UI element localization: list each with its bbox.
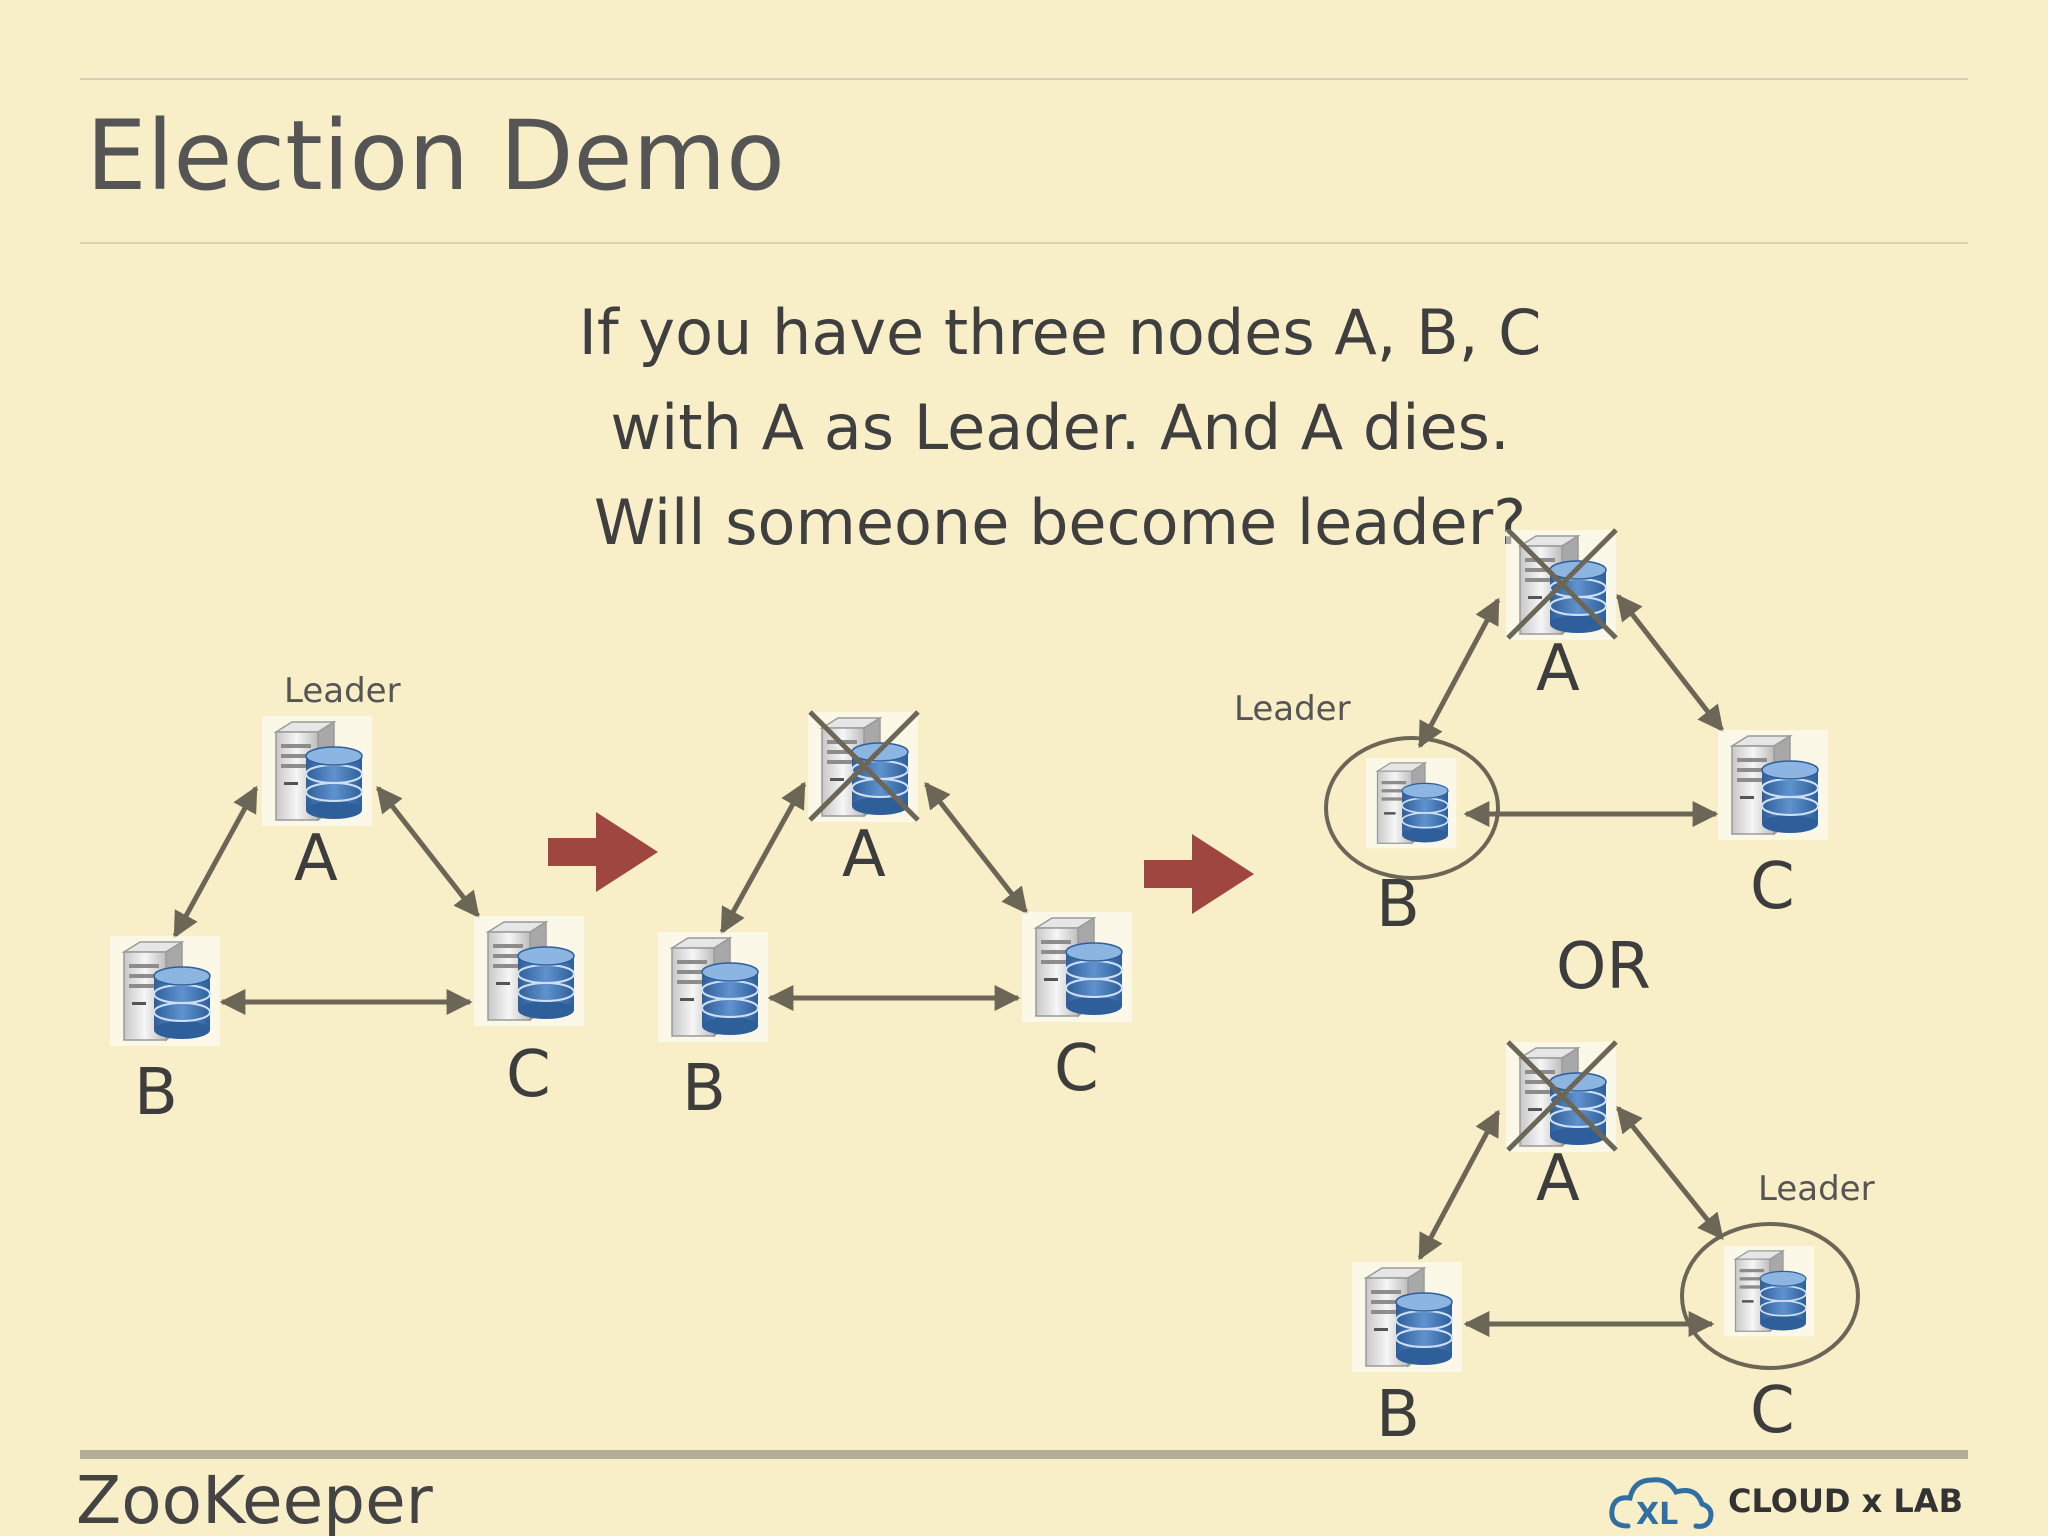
transition-arrow-icon — [1144, 834, 1254, 914]
server-icon — [109, 935, 221, 1047]
cluster-b-leader: Leader A B C — [1234, 528, 1829, 942]
cluster-c-leader: Leader A B C — [1351, 1040, 1875, 1452]
server-icon — [473, 915, 585, 1027]
node-label-a: A — [1536, 1142, 1580, 1216]
server-icon — [1365, 757, 1458, 850]
node-label-b: B — [1376, 1378, 1420, 1452]
server-icon — [1723, 1245, 1816, 1338]
title-divider — [80, 242, 1968, 244]
footer-title: ZooKeeper — [76, 1462, 433, 1536]
x-mark-icon — [1506, 528, 1618, 640]
cloud-icon: XL — [1609, 1477, 1714, 1532]
question-text: If you have three nodes A, B, C with A a… — [560, 285, 1560, 570]
logo-text: CLOUD x LAB — [1728, 1482, 1963, 1520]
server-icon — [1021, 911, 1133, 1023]
x-mark-icon — [808, 710, 920, 822]
node-label-a: A — [1536, 632, 1580, 706]
question-line-3: Will someone become leader? — [593, 486, 1527, 559]
link-a-b — [1417, 597, 1501, 749]
node-label-c: C — [506, 1038, 551, 1112]
link-a-b — [172, 785, 259, 939]
leader-circle — [1324, 736, 1500, 880]
server-icon — [657, 931, 769, 1043]
node-label-c: C — [1750, 850, 1795, 924]
server-icon — [1351, 1261, 1463, 1373]
question-line-1: If you have three nodes A, B, C — [578, 296, 1542, 369]
cloudxlab-logo: XL CLOUD x LAB — [1606, 1466, 1963, 1536]
or-label: OR — [1556, 930, 1651, 1004]
node-label-a: A — [842, 818, 886, 892]
leader-circle — [1680, 1222, 1860, 1370]
server-icon — [1717, 729, 1829, 841]
question-line-2: with A as Leader. And A dies. — [610, 391, 1510, 464]
slide-title: Election Demo — [86, 100, 785, 212]
footer-divider — [80, 1450, 1968, 1459]
cluster-initial: Leader A B C — [109, 671, 585, 1130]
link-a-b — [1417, 1109, 1501, 1261]
server-icon — [261, 715, 373, 827]
node-label-a: A — [294, 822, 338, 896]
leader-label: Leader — [1758, 1169, 1875, 1209]
link-a-c — [1616, 1105, 1724, 1241]
link-a-c — [376, 785, 480, 919]
link-a-c — [924, 781, 1028, 915]
node-label-b: B — [134, 1056, 178, 1130]
node-label-b: B — [682, 1052, 726, 1126]
transition-arrow-icon — [548, 812, 658, 892]
leader-label: Leader — [1234, 689, 1351, 729]
link-a-c — [1616, 593, 1724, 733]
cluster-a-dies: A B C — [657, 710, 1133, 1126]
node-label-c: C — [1054, 1032, 1099, 1106]
node-label-b: B — [1376, 868, 1420, 942]
link-a-b — [719, 781, 807, 935]
x-mark-icon — [1506, 1040, 1618, 1152]
logo-mark: XL — [1636, 1497, 1678, 1532]
node-label-c: C — [1750, 1374, 1795, 1448]
leader-label: Leader — [284, 671, 401, 711]
top-divider — [80, 78, 1968, 80]
